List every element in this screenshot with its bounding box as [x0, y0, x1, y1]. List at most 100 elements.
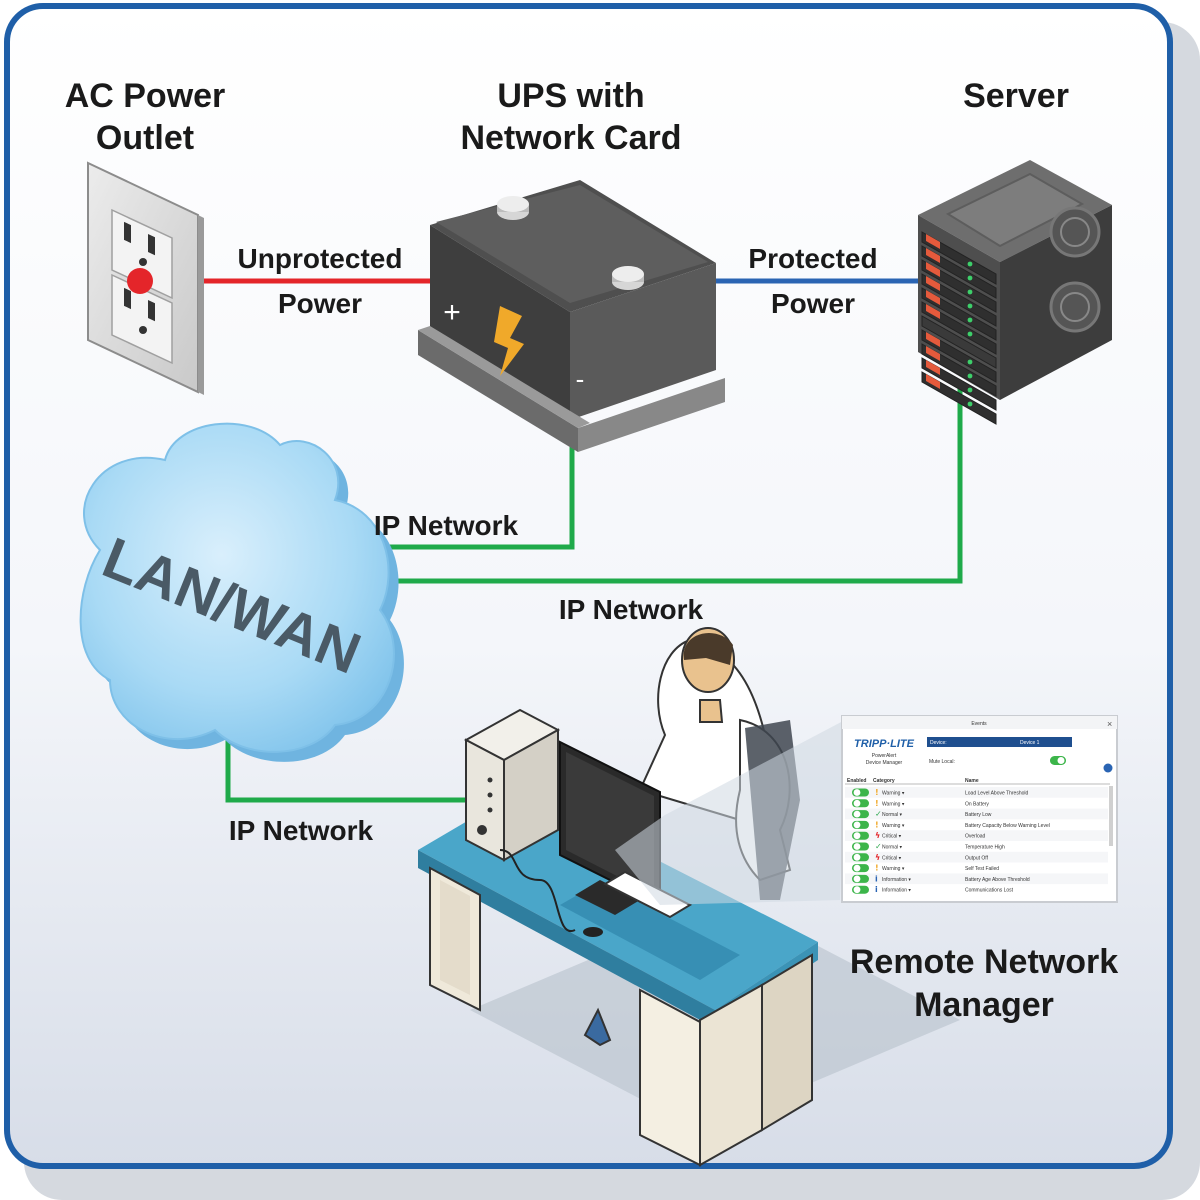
table-row[interactable]: i Information ▾ Battery Age Above Threshol…	[845, 873, 1108, 885]
category-select[interactable]: Warning ▾	[882, 801, 905, 807]
screen-projection	[615, 720, 845, 905]
drive-led	[926, 360, 940, 375]
info-icon: i	[875, 885, 878, 894]
ups-battery: + -	[418, 180, 725, 452]
warning-icon: !	[875, 788, 879, 797]
event-table: !Warning ▾Load Level Above Threshold!War…	[845, 787, 1108, 895]
critical-icon: ϟ	[875, 853, 880, 862]
device-value: Device 1	[1020, 740, 1040, 746]
manager-title-1: Remote Network	[850, 943, 1118, 981]
ups-title-1: UPS with	[497, 77, 644, 115]
critical-icon: ϟ	[875, 831, 880, 840]
event-name: Communications Lost	[965, 888, 1014, 894]
scrollbar[interactable]	[1109, 786, 1113, 846]
warning-icon: !	[875, 799, 879, 808]
category-select[interactable]: Normal ▾	[882, 812, 903, 818]
status-led	[967, 373, 973, 379]
category-select[interactable]: Normal ▾	[882, 845, 903, 851]
outlet-title-2: Outlet	[96, 119, 194, 157]
category-select[interactable]: Warning ▾	[882, 866, 905, 872]
event-name: Temperature High	[965, 845, 1005, 851]
protected-label-1: Protected	[748, 243, 877, 274]
battery-plus-label: +	[443, 296, 461, 329]
status-led	[967, 401, 973, 407]
server-bay	[921, 231, 997, 285]
window-title: Events	[971, 721, 987, 727]
table-row[interactable]: !Warning ▾ Self Test Failed	[845, 862, 1108, 874]
category-select[interactable]: Critical ▾	[882, 834, 902, 840]
info-icon: i	[875, 874, 878, 883]
drive-led	[926, 276, 940, 291]
check-icon: ✓	[875, 842, 882, 851]
protected-label-2: Power	[771, 288, 855, 319]
table-row[interactable]: ✓Normal ▾ Temperature High	[845, 841, 1108, 852]
status-led	[967, 387, 973, 393]
category-select[interactable]: Critical ▾	[882, 855, 902, 861]
server-bay	[921, 343, 997, 397]
event-name: Battery Low	[965, 812, 992, 818]
category-select[interactable]: Warning ▾	[882, 791, 905, 797]
server-bay	[921, 357, 997, 411]
tripp-lite-logo: TRIPP·LITE	[854, 738, 915, 750]
manager-network-line	[225, 735, 468, 803]
table-row[interactable]: i Information ▾ Communications Lost	[845, 884, 1108, 895]
col-name: Name	[965, 778, 979, 784]
status-led	[967, 275, 973, 281]
server-network-line	[375, 385, 963, 584]
event-name: Self Test Failed	[965, 866, 999, 872]
table-row[interactable]: !Warning ▾On Battery	[845, 797, 1108, 809]
ip-network-server-label: IP Network	[559, 594, 704, 625]
drive-led	[926, 304, 940, 319]
logo-sub2: Device Manager	[866, 760, 903, 766]
ip-network-ups-label: IP Network	[374, 510, 519, 541]
poweralert-window: Events × TRIPP·LITE PowerAlert Device Ma…	[841, 715, 1118, 903]
check-icon: ✓	[875, 810, 882, 819]
drive-led	[926, 290, 940, 305]
category-select[interactable]: Warning ▾	[882, 823, 905, 829]
device-label: Device:	[930, 740, 947, 746]
close-icon[interactable]: ×	[1107, 719, 1112, 729]
ups-network-line	[330, 432, 575, 550]
server-bay	[921, 301, 997, 355]
server-bay	[921, 329, 997, 383]
table-row[interactable]: ✓Normal ▾ Battery Low	[845, 808, 1108, 820]
unprotected-label-2: Power	[278, 288, 362, 319]
manager-title-2: Manager	[914, 986, 1054, 1024]
table-row[interactable]: !Warning ▾ Load Level Above Threshold	[845, 787, 1108, 798]
event-name: Battery Age Above Threshold	[965, 877, 1030, 883]
drive-led	[926, 248, 940, 263]
device-select[interactable]	[927, 737, 1072, 747]
connection-lines	[140, 278, 963, 803]
fan-icon	[1049, 281, 1101, 333]
server-bay	[921, 273, 997, 327]
event-name: Battery Capacity Below Warning Level	[965, 823, 1050, 829]
mute-label: Mute Local:	[929, 759, 955, 765]
event-name: Overload	[965, 834, 986, 840]
workstation	[418, 627, 960, 1167]
event-name: Load Level Above Threshold	[965, 791, 1029, 797]
drive-led	[926, 346, 940, 361]
status-led	[967, 331, 973, 337]
col-category: Category	[873, 778, 895, 784]
lan-wan-cloud: LAN/WAN	[79, 422, 404, 762]
unprotected-label-1: Unprotected	[238, 243, 403, 274]
event-name: Output Off	[965, 855, 989, 861]
server-title: Server	[963, 77, 1069, 115]
server-bay	[921, 315, 997, 369]
warning-icon: !	[875, 864, 879, 873]
server-bay	[921, 259, 997, 313]
logo-sub1: PowerAlert	[872, 753, 897, 759]
category-select[interactable]: Information ▾	[882, 877, 911, 883]
server	[918, 160, 1112, 425]
category-select[interactable]: Information ▾	[882, 888, 911, 894]
play-icon[interactable]	[1103, 763, 1113, 773]
status-led	[967, 359, 973, 365]
server-bay	[921, 245, 997, 299]
ups-title-2: Network Card	[460, 119, 681, 157]
server-bay	[921, 287, 997, 341]
table-row[interactable]: !Warning ▾Battery Capacity Below Warning…	[845, 819, 1108, 831]
ip-network-manager-label: IP Network	[229, 815, 374, 846]
